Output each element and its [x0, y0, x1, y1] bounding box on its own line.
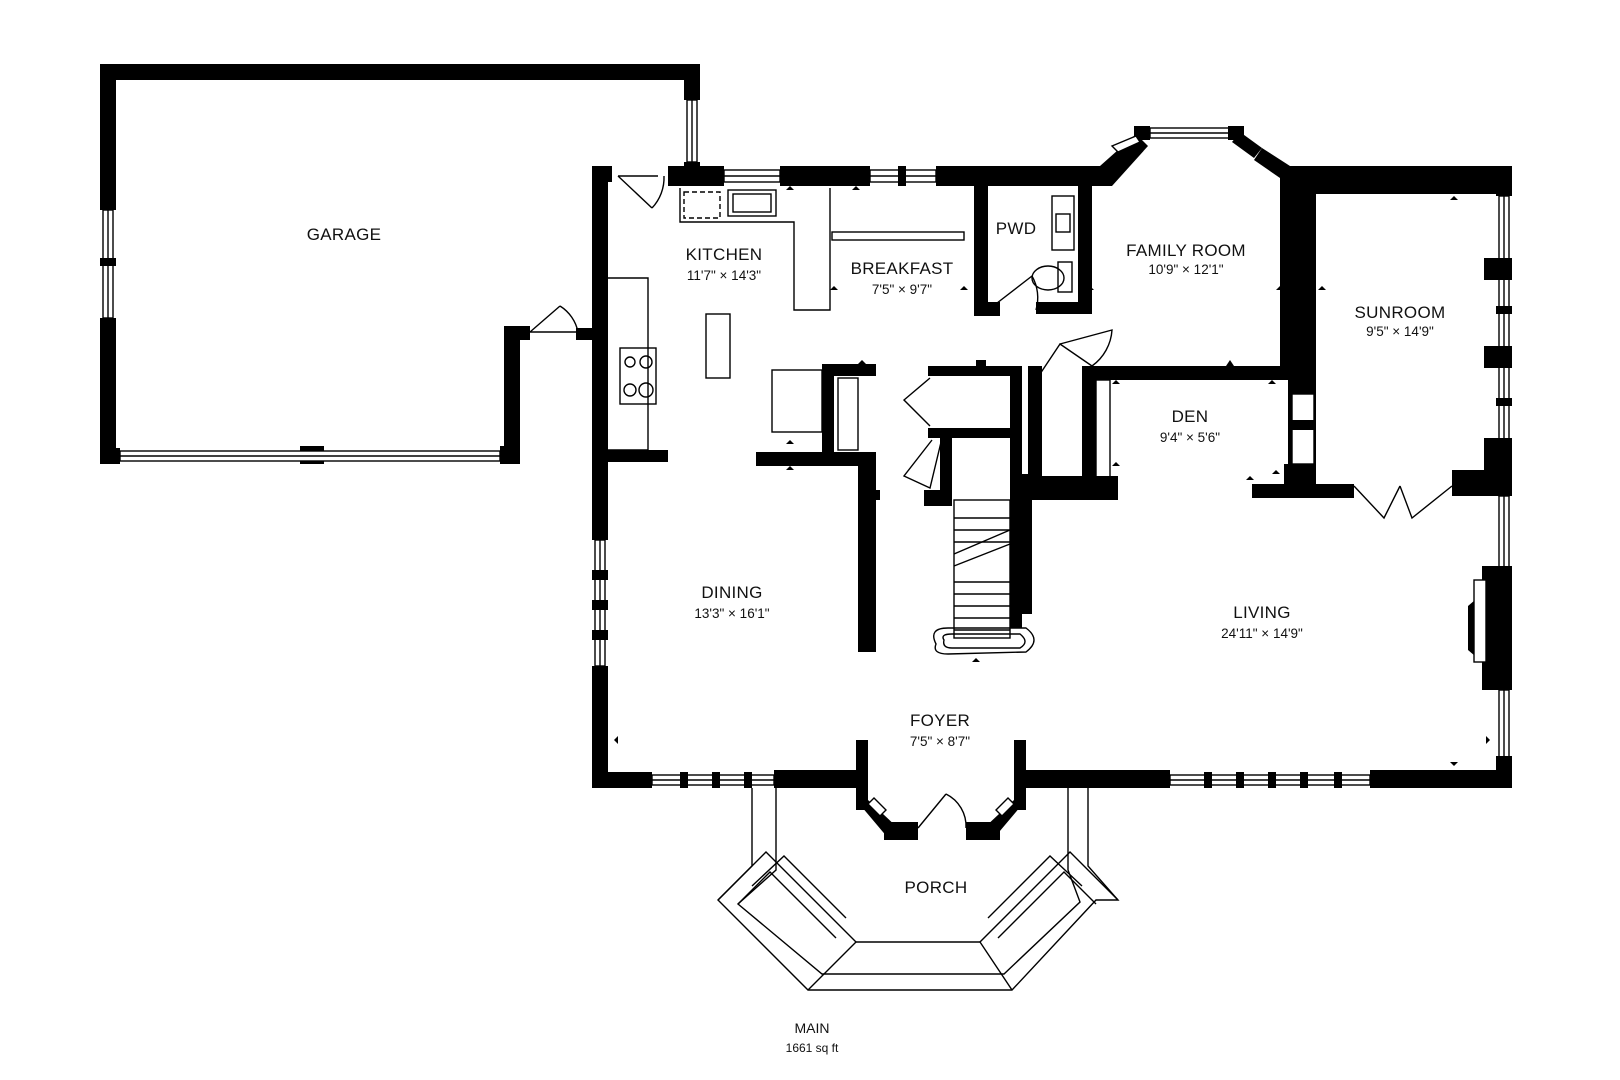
kitchen-label: KITCHEN [686, 245, 763, 264]
porch-outline [717, 788, 1120, 991]
living-dims: 24'11" × 14'9" [1221, 626, 1303, 641]
family-room-dims: 10'9" × 12'1" [1148, 262, 1223, 277]
pwd-label: PWD [996, 219, 1037, 238]
den-dims: 9'4" × 5'6" [1160, 430, 1220, 445]
house-walls [592, 126, 1512, 840]
floor-area: 1661 sq ft [786, 1041, 839, 1055]
foyer-label: FOYER [910, 711, 970, 730]
dining-label: DINING [701, 583, 762, 602]
kitchen-dims: 11'7" × 14'3" [687, 268, 761, 283]
foyer-dims: 7'5" × 8'7" [910, 734, 970, 749]
floor-name: MAIN [795, 1020, 830, 1036]
room-labels: GARAGE KITCHEN 11'7" × 14'3" BREAKFAST 7… [307, 219, 1446, 1055]
dimension-ticks [614, 186, 1490, 766]
porch-label: PORCH [905, 878, 968, 897]
garage-label: GARAGE [307, 225, 382, 244]
living-label: LIVING [1233, 603, 1291, 622]
sunroom-label: SUNROOM [1355, 303, 1446, 322]
sunroom-dims: 9'5" × 14'9" [1366, 324, 1434, 339]
family-room-label: FAMILY ROOM [1126, 241, 1246, 260]
breakfast-label: BREAKFAST [851, 259, 954, 278]
interior-walls [592, 166, 1453, 655]
dining-dims: 13'3" × 16'1" [694, 606, 769, 621]
den-label: DEN [1172, 407, 1209, 426]
breakfast-dims: 7'5" × 9'7" [872, 282, 932, 297]
garage-walls [100, 64, 700, 464]
